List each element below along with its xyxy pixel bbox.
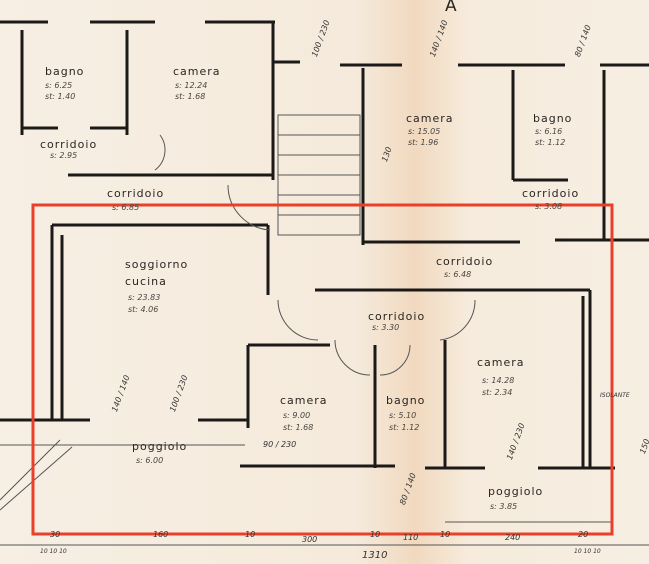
- room-name: poggiolo: [488, 485, 544, 498]
- room-name: corridoio: [522, 187, 580, 200]
- room-window: st: 2.34: [482, 388, 513, 397]
- bottom-dimension: 30: [50, 530, 61, 539]
- insulation-label: ISOLANTE: [600, 392, 630, 399]
- total-dimension: 1310: [362, 550, 388, 561]
- room-name-2: cucina: [125, 275, 167, 288]
- bottom-dimension: 20: [578, 530, 589, 539]
- room-name: soggiorno: [125, 258, 189, 271]
- room-name: camera: [173, 65, 221, 78]
- room-area: s: 6.16: [535, 127, 563, 136]
- room-name: camera: [477, 356, 525, 369]
- room-area: s: 6.25: [45, 81, 73, 90]
- room-name: corridoio: [368, 310, 426, 323]
- room-area: s: 12.24: [175, 81, 208, 90]
- bottom-dimension: 10: [440, 530, 451, 539]
- room-name: corridoio: [107, 187, 165, 200]
- room-name: bagno: [45, 65, 85, 78]
- room-window: st: 1.68: [175, 92, 206, 101]
- bottom-dimension: 110: [403, 533, 419, 542]
- room-area: s: 3.85: [490, 502, 518, 511]
- room-window: st: 1.12: [535, 138, 566, 147]
- bottom-dimension: 10: [245, 530, 256, 539]
- room-area: s: 15.05: [408, 127, 441, 136]
- bottom-dimension: 10 10 10: [40, 548, 67, 555]
- room-area: s: 3.08: [535, 202, 563, 211]
- room-area: s: 6.00: [136, 456, 164, 465]
- room-name: camera: [280, 394, 328, 407]
- room-area: s: 14.28: [482, 376, 515, 385]
- room-area: s: 3.30: [372, 323, 400, 332]
- bottom-dimension: 240: [505, 533, 521, 542]
- room-name: poggiolo: [132, 440, 188, 453]
- room-window: st: 1.40: [45, 92, 76, 101]
- room-name: corridoio: [40, 138, 98, 151]
- room-area: s: 6.48: [444, 270, 472, 279]
- bottom-dimension: 160: [153, 530, 169, 539]
- room-area: s: 9.00: [283, 411, 311, 420]
- room-area: s: 2.95: [50, 151, 78, 160]
- opening-dimension: 90 / 230: [263, 440, 297, 449]
- room-area: s: 5.10: [389, 411, 417, 420]
- room-window: st: 1.12: [389, 423, 420, 432]
- section-mark: A: [445, 0, 457, 16]
- highlight-rectangle: [31, 203, 614, 536]
- room-area: s: 23.83: [128, 293, 161, 302]
- bottom-dimension: 10: [370, 530, 381, 539]
- room-window: st: 4.06: [128, 305, 159, 314]
- room-window: st: 1.96: [408, 138, 439, 147]
- room-name: bagno: [386, 394, 426, 407]
- room-name: bagno: [533, 112, 573, 125]
- room-window: st: 1.68: [283, 423, 314, 432]
- room-name: camera: [406, 112, 454, 125]
- room-name: corridoio: [436, 255, 494, 268]
- bottom-dimension: 300: [302, 535, 318, 544]
- room-area: s: 6.85: [112, 203, 140, 212]
- bottom-dimension: 10 10 10: [574, 548, 601, 555]
